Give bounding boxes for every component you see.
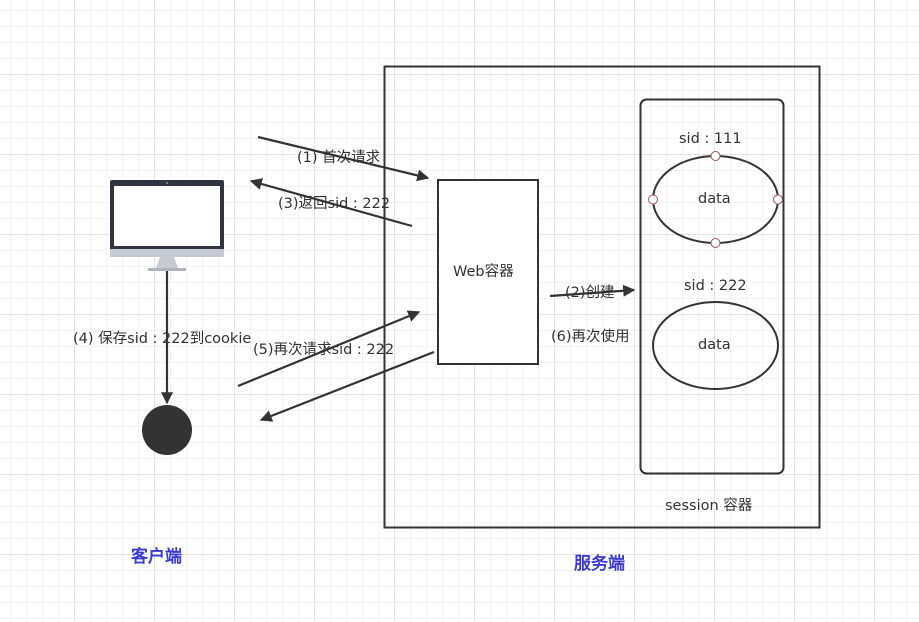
session-container-label: session 容器: [665, 498, 753, 514]
session-1-sid-label: sid : 111: [679, 131, 742, 147]
session-2-ellipse: [652, 301, 779, 390]
session-1-data-label: data: [698, 191, 731, 207]
label-step4: (4) 保存sid : 222到cookie: [73, 331, 252, 347]
session-1-handle-right: [773, 194, 783, 205]
session-1-handle-bottom: [710, 238, 721, 248]
web-container-label: Web容器: [453, 264, 514, 280]
label-step6: (6)再次使用: [551, 329, 630, 345]
server-title: 服务端: [574, 554, 625, 574]
session-2-sid-label: sid : 222: [684, 278, 747, 294]
cookie-storage-dot-icon: [142, 405, 192, 455]
session-1-handle-left: [648, 194, 658, 205]
label-step2: (2)创建: [565, 285, 615, 301]
session-2-data-label: data: [698, 337, 731, 353]
monitor-icon: [110, 180, 224, 271]
label-step5: (5)再次请求sid : 222: [253, 342, 395, 358]
server-box: [383, 65, 821, 529]
web-container-box: [437, 179, 539, 365]
arrow-step5-request-again: [237, 310, 421, 388]
arrow-step1-first-request: [257, 135, 430, 182]
session-1-handle-top: [710, 151, 721, 161]
arrow-response-to-client: [259, 350, 435, 422]
client-title: 客户端: [131, 547, 182, 567]
arrow-step3-return-sid: [249, 178, 413, 228]
label-step3: (3)返回sid : 222: [278, 196, 391, 212]
arrow-step2-create-session: [549, 284, 636, 298]
label-step1: (1) 首次请求: [297, 150, 381, 166]
session-container-box: [639, 98, 785, 475]
